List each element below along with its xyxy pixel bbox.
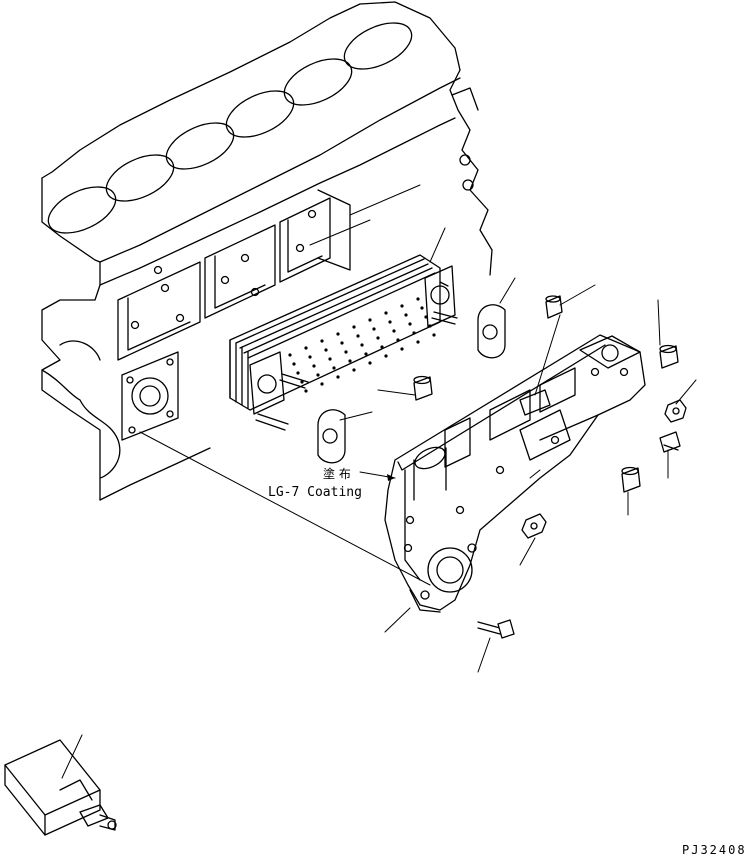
cooler-dot (400, 304, 404, 308)
bolt-right (659, 431, 681, 453)
cooler-dot (352, 325, 356, 329)
engine-block (41, 1, 493, 501)
annotation-jp-label: 塗 布 (323, 466, 351, 481)
cooler-dot (424, 315, 428, 319)
plug-middle (413, 375, 433, 401)
filter-element (4, 739, 117, 836)
cooler-dot (384, 354, 388, 358)
cooler-dot (332, 366, 336, 370)
cooler-dot (304, 389, 308, 393)
cooler-dot (416, 297, 420, 301)
cooler-dot (408, 322, 412, 326)
cooler-dot (288, 353, 292, 357)
cooler-dot (368, 318, 372, 322)
cooler-dot (404, 313, 408, 317)
cooler-dot (352, 368, 356, 372)
cooler-dot (308, 355, 312, 359)
cooler-dot (392, 329, 396, 333)
annotation-en-label: LG-7 Coating (268, 485, 362, 500)
cooler-dot (420, 306, 424, 310)
nut-lower (521, 513, 547, 539)
cooler-dot (356, 334, 360, 338)
cooler-dot (320, 382, 324, 386)
oil-cooler-core (229, 254, 458, 431)
cooler-dot (344, 350, 348, 354)
cooler-dot (396, 338, 400, 342)
gasket-upper (477, 304, 506, 359)
cooler-dot (428, 324, 432, 328)
cooler-dot (304, 346, 308, 350)
cooler-dot (412, 331, 416, 335)
cooler-dot (376, 336, 380, 340)
leader-lines (61, 184, 697, 779)
plug-lower-right (621, 466, 641, 493)
gasket-lower (317, 409, 346, 464)
cooler-dot (320, 339, 324, 343)
cooler-dot (300, 380, 304, 384)
cooler-dot-pattern (288, 297, 436, 393)
cooler-dot (336, 332, 340, 336)
bolt-bottom (477, 619, 515, 639)
cooler-dot (292, 362, 296, 366)
cooler-dot (296, 371, 300, 375)
plug-right (659, 344, 679, 369)
cooler-dot (400, 347, 404, 351)
cooler-dot (360, 343, 364, 347)
cooler-dot (372, 327, 376, 331)
cooler-dot (364, 352, 368, 356)
cooler-dot (432, 333, 436, 337)
cooler-dot (312, 364, 316, 368)
plug-top (545, 295, 563, 319)
cooler-dot (380, 345, 384, 349)
cooler-dot (324, 348, 328, 352)
cooler-dot (340, 341, 344, 345)
cooler-dot (368, 361, 372, 365)
nut-right (664, 399, 687, 423)
cooler-dot (388, 320, 392, 324)
cooler-dot (316, 373, 320, 377)
cooler-dot (336, 375, 340, 379)
cooler-dot (328, 357, 332, 361)
cooler-dot (416, 340, 420, 344)
cooler-dot (384, 311, 388, 315)
cooler-dot (348, 359, 352, 363)
drawing-code: PJ32408 (682, 843, 747, 855)
